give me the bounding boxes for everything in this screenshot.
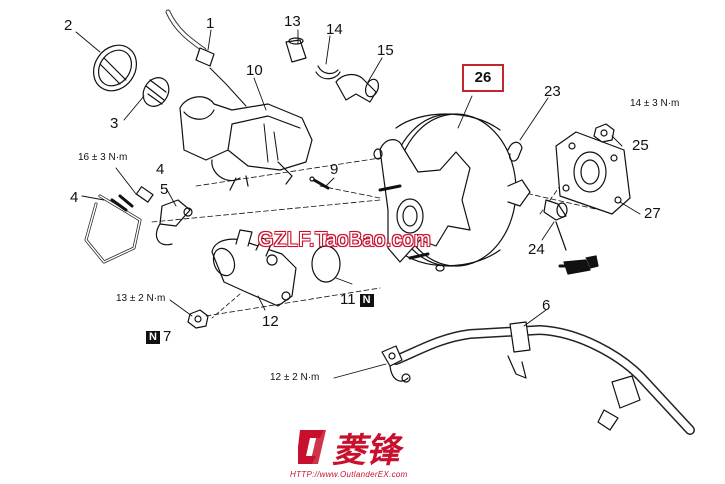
watermark-text: GZLF.TaoBao.com <box>258 229 432 251</box>
part-label-23: 23 <box>544 83 561 100</box>
part-1-line-drawing <box>165 9 247 107</box>
hose-clip-drawing <box>285 37 380 103</box>
vacuum-hose-drawing <box>381 321 695 435</box>
part-label-7-text: 7 <box>162 328 172 345</box>
grease-gun-icon <box>558 255 599 275</box>
o-ring-drawing <box>311 245 341 283</box>
part-label-24: 24 <box>528 241 545 258</box>
reservoir-cap-drawing <box>93 44 137 92</box>
part-label-9: 9 <box>330 161 339 178</box>
part-label-25: 25 <box>632 137 649 154</box>
svg-text:菱锋: 菱锋 <box>332 431 405 470</box>
part-label-27: 27 <box>644 205 661 222</box>
part-label-4-upper: 4 <box>156 161 165 178</box>
clevis-pin-drawing <box>543 199 568 251</box>
torque-spec-6: 12 ± 2 N·m <box>270 372 320 383</box>
part-label-5: 5 <box>160 181 169 198</box>
part-label-10: 10 <box>246 62 263 79</box>
nut-7-drawing <box>187 309 209 329</box>
part-label-2: 2 <box>64 17 73 34</box>
gasket-plate-drawing <box>555 131 631 215</box>
part-label-3: 3 <box>110 115 119 132</box>
part-label-11-text: 11 <box>340 291 356 308</box>
part-label-1: 1 <box>206 15 215 32</box>
brake-booster-drawing <box>373 113 531 272</box>
pin-drawing <box>309 176 330 190</box>
brake-line-pipes-drawing <box>84 186 154 264</box>
torque-spec-7: 13 ± 2 N·m <box>116 293 166 304</box>
part-label-26: 26 <box>474 69 492 86</box>
part-label-14: 14 <box>326 21 343 38</box>
brand-url-text: HTTP://www.OutlanderEX.com <box>290 470 408 479</box>
part-label-12: 12 <box>262 313 279 330</box>
part-label-6: 6 <box>542 297 551 314</box>
reservoir-tank-drawing <box>179 96 313 191</box>
strainer-drawing <box>142 77 170 107</box>
connector-fitting-drawing <box>155 199 193 246</box>
n-badge-7: N <box>146 331 160 344</box>
nut-25-drawing <box>593 123 615 143</box>
part-label-13: 13 <box>284 13 301 30</box>
torque-spec-4: 16 ± 3 N·m <box>78 152 128 163</box>
n-badge-11: N <box>359 294 374 307</box>
leader-lines <box>75 29 641 379</box>
part-label-15: 15 <box>377 42 394 59</box>
highlighted-part-26-box: 26 <box>462 64 504 92</box>
torque-spec-25: 14 ± 3 N·m <box>630 98 680 109</box>
clip-drawing <box>507 141 523 162</box>
assembly-guide-lines <box>151 129 601 317</box>
part-label-4-lower: 4 <box>70 189 79 206</box>
brand-logo: 菱锋 <box>298 430 405 470</box>
